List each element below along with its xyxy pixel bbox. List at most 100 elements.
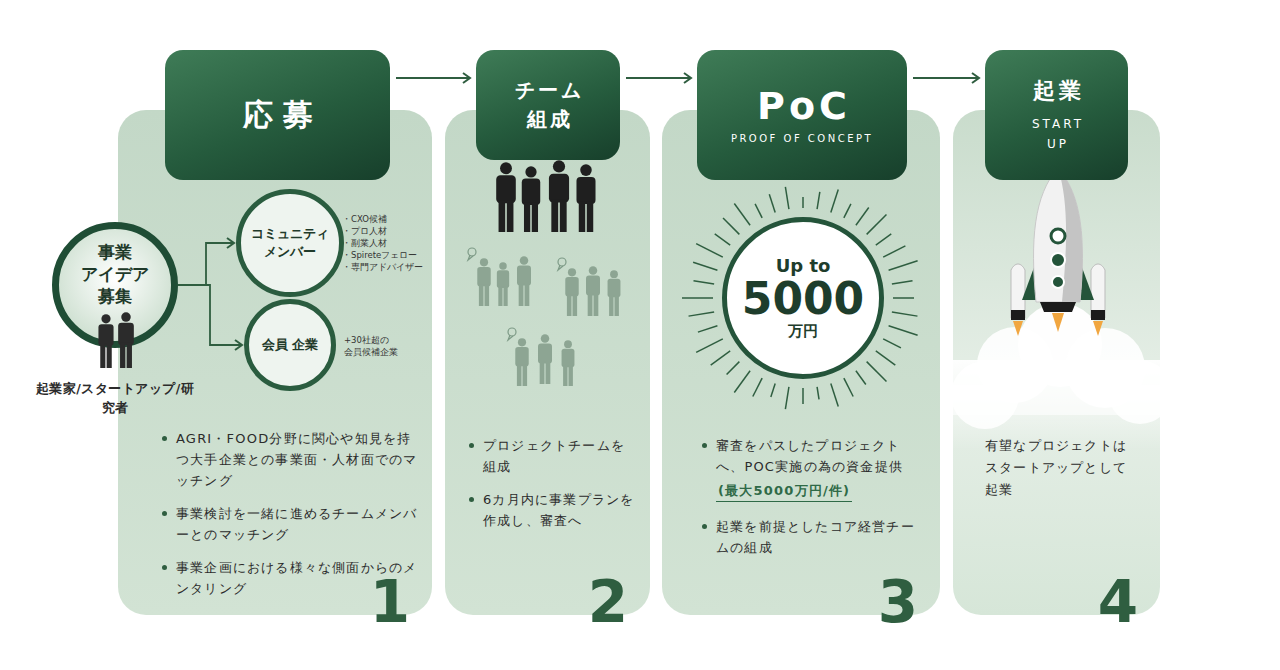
step-title: 応募 [233,95,323,136]
idea-circle [56,226,175,345]
person-head [580,164,592,176]
step-subtitle: PROOF OF CONCEPT [731,133,873,144]
person-body [562,349,575,367]
ray [883,246,905,257]
speech-bubble [558,258,566,266]
step-number: 2 [588,573,628,631]
rocket [1011,168,1105,336]
person-leg [551,200,558,232]
ray [785,387,789,409]
circle-title: 会員 企業 [262,336,319,354]
ray [817,192,820,209]
bullet-text: 審査をパスしたプロジェクトへ、POC実施の為の資金提供 [700,435,926,477]
person-body [477,267,490,286]
member-circle: 会員 企業 [244,299,336,391]
person-silhouette [576,164,595,232]
body-text: 有望なプロジェクトは スタートアップとして 起業 [985,435,1146,501]
person-head [499,262,506,269]
speech-bubble [508,328,516,336]
step-header: 応募 [165,50,390,180]
ray [682,297,713,299]
ray [755,204,762,218]
person-body [608,279,621,297]
person-head [564,340,572,348]
ray [889,326,918,335]
ray [693,262,717,270]
person-leg [594,294,599,317]
step-title: 起業 [1029,76,1085,106]
poc-rays [682,187,918,409]
person-leg [587,201,593,232]
ray [817,387,819,399]
person-leg [524,202,530,232]
step-panel: AGRI・FOOD分野に関心や知見を持つ大手企業との事業面・人材面でのマッチング… [118,110,432,615]
amount-prefix: Up to [776,255,831,276]
bullet-text: 6カ月内に事業プランを作成し、審査へ [467,489,638,531]
ray [802,388,804,404]
ray [769,194,775,212]
person-leg [569,365,573,386]
member-type-label: ・プロ人材 [342,225,387,237]
person-head [589,266,598,275]
person-leg [567,294,572,316]
person-leg [573,294,578,316]
person-body [496,175,516,203]
person-leg [507,201,514,233]
person-leg [540,362,545,385]
ray [734,371,750,393]
person-leg [579,201,585,232]
step-panel: 審査をパスしたプロジェクトへ、POC実施の為の資金提供 (最大5000万円/件) 起… [662,110,940,615]
ray [856,207,869,225]
person-leg [498,286,502,306]
idea-circle-node: 事業 アイデア 募集起業家/スタートアップ/研究者 [52,222,178,348]
member-type-label: ・副業人材 [342,237,387,249]
panel-ground [662,110,940,615]
person-leg [120,343,125,368]
ray [876,234,891,245]
ray [889,261,918,270]
member-circle: コミュニティ メンバー [236,189,344,297]
person-silhouette [586,266,600,316]
person-silhouette [497,262,509,306]
flow-arrow [396,77,470,79]
person-body [497,270,509,288]
highlight-text: (最大5000万円/件) [716,481,852,502]
circle-title: 事業 アイデア 募集 [69,241,161,307]
person-head [520,256,529,265]
member-type-label: ・CXO候補 [342,213,387,225]
ray [876,351,895,365]
person-leg [519,284,524,307]
person-body [522,179,540,205]
person-silhouette [608,270,621,316]
ray [831,189,838,212]
person-leg [560,200,567,232]
speech-bubble [468,248,476,256]
ray [831,384,838,407]
bullet-text: 事業検討を一緒に進めるチームメンバーとのマッチング [160,503,420,545]
step-subtitle: START UP [1018,114,1095,155]
member-count-label: +30社超の 会員候補企業 [344,334,424,358]
person-head [480,258,488,266]
flow-arrow [913,77,979,79]
ray [844,204,851,218]
person-silhouette [98,314,113,368]
cloud [953,303,1160,450]
ray [698,326,718,332]
speech-bubble-tail [558,265,563,270]
person-head [541,334,550,343]
person-body [517,266,531,286]
person-body [515,347,528,366]
person-silhouette [522,166,540,232]
step-number: 3 [878,573,918,631]
ray [715,234,730,245]
panel-ground [445,110,650,615]
ray [883,339,901,348]
person-leg [100,344,105,368]
bullet-text: 起業を前提としたコア経営チームの組成 [700,516,926,558]
person-leg [615,295,619,316]
ray [867,362,887,382]
person-silhouette [549,160,569,232]
person-silhouette [515,338,528,386]
person-leg [588,294,593,317]
step-header: チーム 組成 [476,50,620,160]
